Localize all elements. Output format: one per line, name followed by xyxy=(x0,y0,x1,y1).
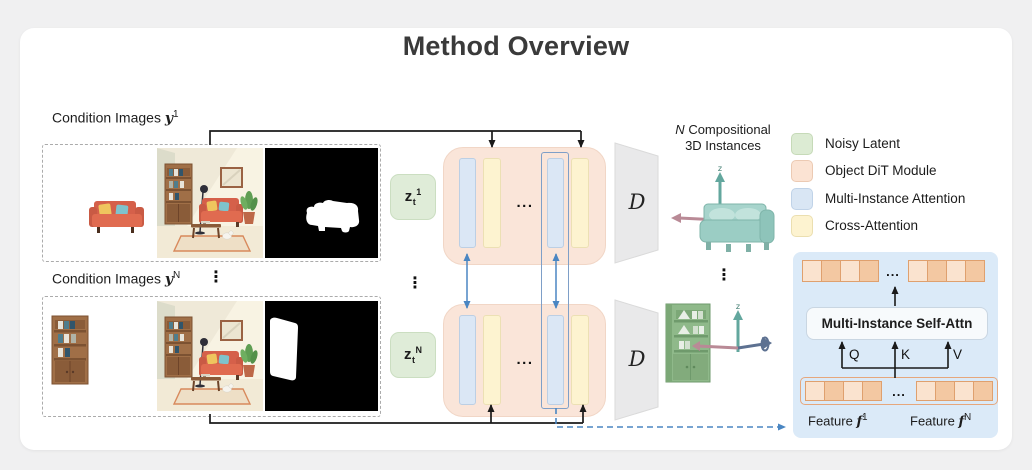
module-ellipsis: ... xyxy=(516,351,534,368)
decoder-symbol-n: D xyxy=(628,347,646,371)
token-ellipsis-bottom: ... xyxy=(892,383,906,399)
feature-token-row: ... xyxy=(800,377,998,405)
vdots-conditions: ⋮ xyxy=(208,269,224,286)
mask-image-n xyxy=(265,301,378,411)
decoder-trapezoid-n xyxy=(614,299,659,421)
legend-label-mi-attention: Multi-Instance Attention xyxy=(825,191,966,206)
token-row-top-left xyxy=(802,260,879,282)
mi-attention-bar xyxy=(547,315,564,405)
legend-swatch-noisy-latent xyxy=(791,133,813,155)
decoder-symbol-1: D xyxy=(628,190,646,214)
sofa-cutout-image xyxy=(89,201,144,233)
instance-3d-sofa: z xyxy=(671,164,775,252)
svg-text:z: z xyxy=(718,164,722,173)
noisy-latent-zn: ztN xyxy=(390,332,436,378)
instance-3d-bookshelf: z xyxy=(665,302,772,383)
module-ellipsis: ... xyxy=(516,194,534,211)
legend-swatch-cross-attention xyxy=(791,215,813,237)
instances-label: N Compositional 3D Instances xyxy=(675,122,771,153)
mask-image-1 xyxy=(265,148,378,258)
cross-attention-bar xyxy=(483,158,501,248)
cross-attention-bar xyxy=(571,315,589,405)
k-label: K xyxy=(901,347,911,362)
multi-instance-attention-outline xyxy=(541,152,569,409)
sofa-mask-shape xyxy=(306,199,360,233)
svg-text:z: z xyxy=(736,302,740,311)
mi-attention-bar xyxy=(459,315,476,405)
condition-images-n-label: Condition Images yN xyxy=(52,270,181,288)
legend-label-noisy-latent: Noisy Latent xyxy=(825,136,901,151)
vdots-instances: ⋮ xyxy=(716,267,732,284)
mi-attention-bar xyxy=(459,158,476,248)
feature-1-label: Feature f1 xyxy=(808,412,868,430)
room-image-n xyxy=(157,301,263,411)
condition-images-1-label: Condition Images y1 xyxy=(52,109,179,127)
decoder-trapezoid-1 xyxy=(614,142,659,264)
mi-attention-bar xyxy=(547,158,564,248)
multi-instance-selfattn-box: Multi-Instance Self-Attn xyxy=(806,307,988,340)
noisy-latent-z1: zt1 xyxy=(390,174,436,220)
bookshelf-mask-shape xyxy=(270,317,298,381)
room-image-1 xyxy=(157,148,263,258)
legend-swatch-dit-module xyxy=(791,160,813,182)
cross-attention-bar xyxy=(483,315,501,405)
legend-label-dit-module: Object DiT Module xyxy=(825,163,937,178)
legend-swatch-mi-attention xyxy=(791,188,813,210)
token-row-top-right xyxy=(908,260,985,282)
q-label: Q xyxy=(849,347,860,362)
cross-attention-bar xyxy=(571,158,589,248)
feature-n-label: Feature fN xyxy=(910,412,972,430)
token-ellipsis-top: ... xyxy=(886,264,900,279)
legend-label-cross-attention: Cross-Attention xyxy=(825,218,919,233)
v-label: V xyxy=(953,347,963,362)
bookshelf-cutout-image xyxy=(51,315,89,385)
figure-title: Method Overview xyxy=(402,31,630,61)
vdots-latents: ⋮ xyxy=(407,275,423,292)
